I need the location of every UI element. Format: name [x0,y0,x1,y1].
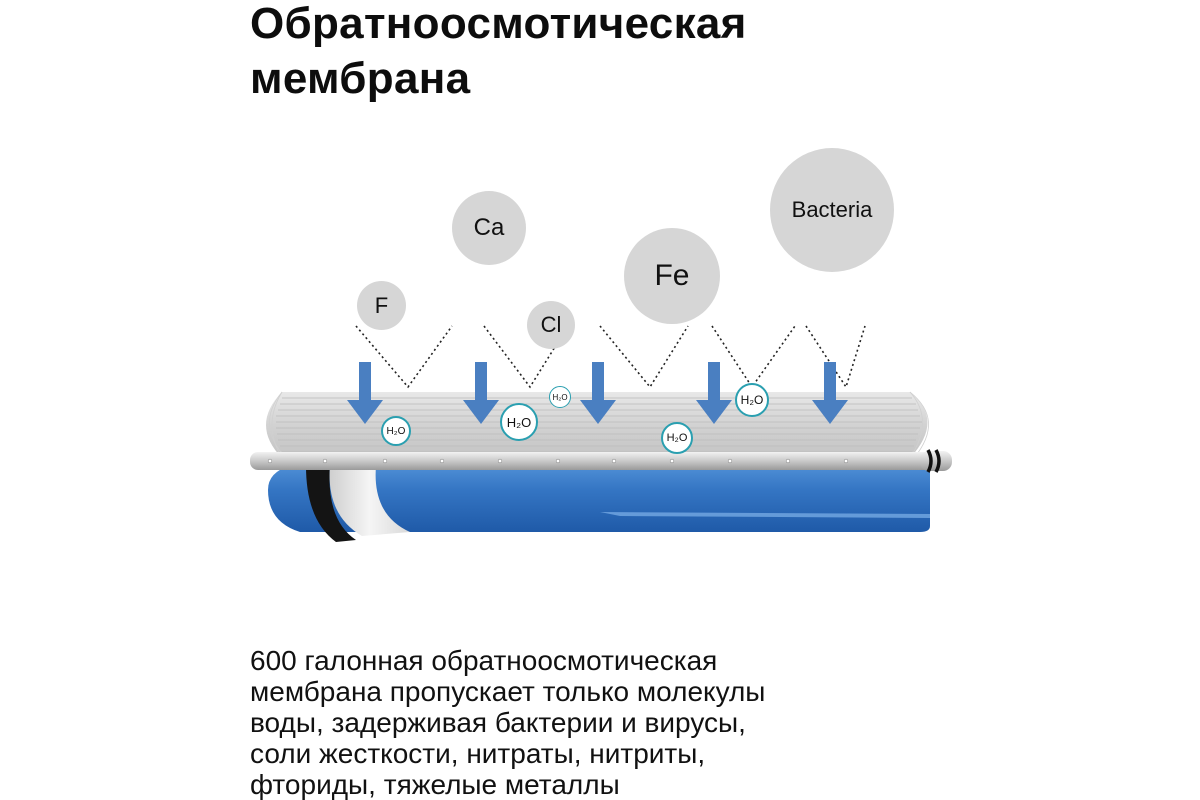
water-molecule: H₂O [381,416,411,446]
description-line-2: мембрана пропускает только молекулы [250,676,766,707]
water-molecule: H₂O [661,422,693,454]
particle-bacteria: Bacteria [770,148,894,272]
particle-iron: Fe [624,228,720,324]
description-line-5: фториды, тяжелые металлы [250,769,620,800]
water-molecule: H₂O [735,383,769,417]
particle-chlorine: Cl [527,301,575,349]
page-title: Обратноосмотическая мембрана [250,0,747,106]
membrane-diagram: F Ca Cl Fe Bacteria H₂O H₂O H₂O H₂O H₂O [250,148,952,542]
filter-lines [355,325,866,389]
description-line-4: соли жесткости, нитраты, нитриты, [250,738,706,769]
permeate-tube [250,449,952,473]
particle-fluoride: F [357,281,406,330]
water-molecule: H₂O [500,403,538,441]
title-line-1: Обратноосмотическая [250,0,747,48]
description-line-3: воды, задерживая бактерии и вирусы, [250,707,746,738]
description-line-1: 600 галонная обратноосмотическая [250,645,718,676]
membrane-illustration [250,325,952,542]
arrow-down-icon [812,362,848,424]
particle-calcium: Ca [452,191,526,265]
description-text: 600 галонная обратноосмотическая мембран… [250,645,765,800]
flow-arrows [347,362,848,424]
arrow-down-icon [347,362,383,424]
arrow-down-icon [580,362,616,424]
membrane-housing [268,466,930,542]
arrow-down-icon [696,362,732,424]
water-molecule: H₂O [549,386,571,408]
title-line-2: мембрана [250,54,471,103]
arrow-down-icon [463,362,499,424]
